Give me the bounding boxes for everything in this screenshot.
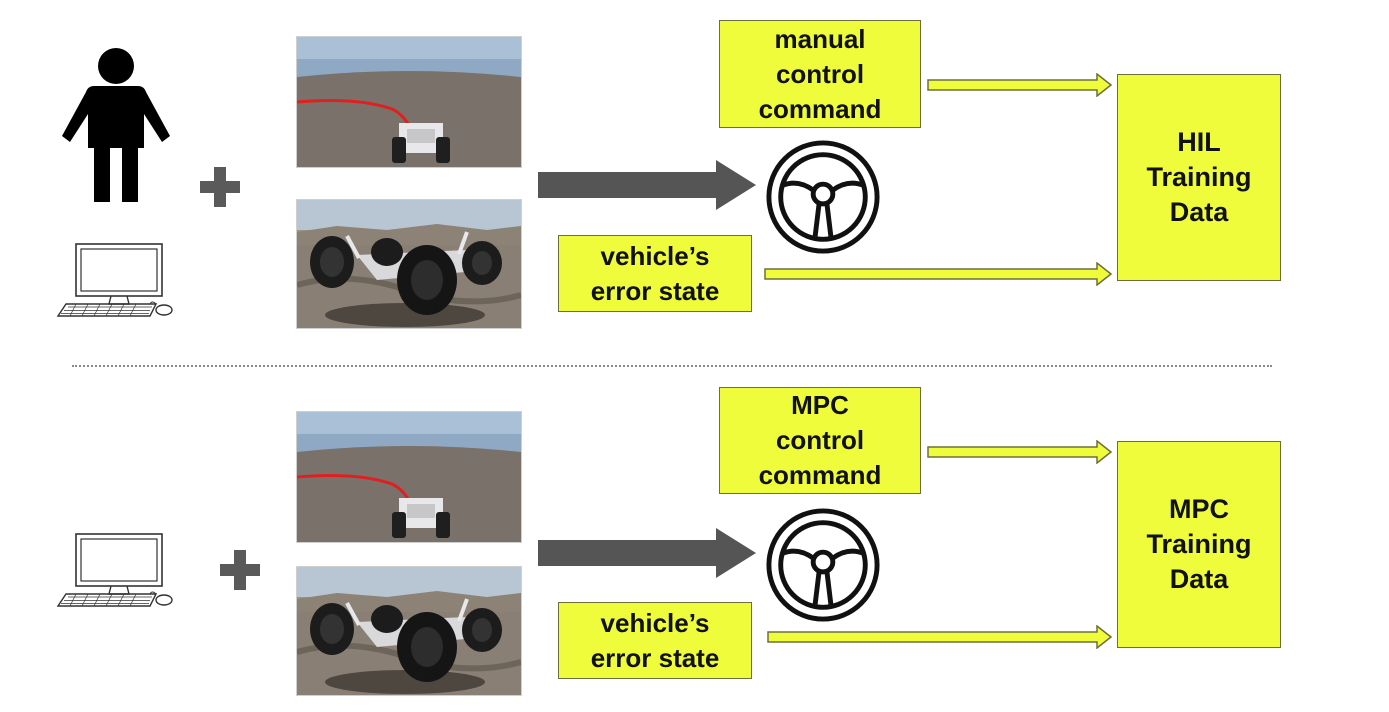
error-line-1: vehicle’s <box>600 240 710 271</box>
panel-separator <box>72 365 1272 367</box>
error-to-data-arrow <box>764 262 1113 286</box>
training-data-box: MPC Training Data <box>1117 441 1281 648</box>
error-line-2: error state <box>590 642 720 673</box>
training-line-1: HIL <box>1177 127 1221 157</box>
steering-wheel-icon <box>764 138 882 256</box>
control-command-box: MPC control command <box>719 387 921 494</box>
training-line-2: Training <box>1146 529 1252 559</box>
command-to-data-arrow <box>927 440 1113 464</box>
desktop-computer-icon <box>56 242 176 322</box>
command-line-3: command <box>758 460 882 490</box>
simulated-rover-view <box>296 199 522 329</box>
error-to-data-arrow <box>767 625 1113 649</box>
plus-icon <box>218 548 262 592</box>
command-line-3: command <box>758 93 882 124</box>
input-arrow <box>538 528 756 578</box>
error-line-1: vehicle’s <box>600 607 710 638</box>
input-arrow <box>538 160 756 210</box>
steering-wheel-icon <box>764 506 882 624</box>
simulated-camera-view <box>296 411 522 543</box>
command-line-1: MPC <box>791 390 849 420</box>
command-line-2: control <box>775 58 865 89</box>
simulated-rover-view <box>296 566 522 696</box>
command-to-data-arrow <box>927 73 1113 97</box>
training-line-3: Data <box>1169 197 1229 227</box>
command-line-2: control <box>775 425 865 455</box>
desktop-computer-icon <box>56 532 176 612</box>
control-command-box: manual control command <box>719 20 921 128</box>
plus-icon <box>198 165 242 209</box>
training-line-3: Data <box>1169 564 1229 594</box>
training-data-box: HIL Training Data <box>1117 74 1281 281</box>
simulated-camera-view <box>296 36 522 168</box>
error-state-box: vehicle’s error state <box>558 235 752 312</box>
person-icon <box>62 48 170 202</box>
training-line-1: MPC <box>1168 494 1229 524</box>
command-line-1: manual <box>774 23 866 54</box>
training-line-2: Training <box>1146 162 1252 192</box>
error-line-2: error state <box>590 275 720 306</box>
error-state-box: vehicle’s error state <box>558 602 752 679</box>
